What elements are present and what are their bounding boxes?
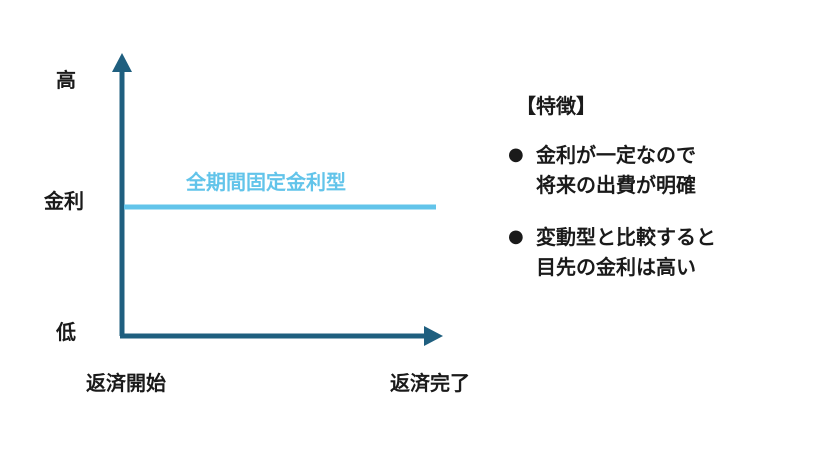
feature-item: ● 金利が一定なので 将来の出費が明確: [508, 140, 808, 200]
feature-line: 金利が一定なので: [536, 143, 696, 167]
x-axis-arrowhead: [424, 326, 443, 346]
features-panel: 【特徴】 ● 金利が一定なので 将来の出費が明確 ● 変動型と比較すると 目先の…: [508, 96, 808, 304]
y-axis-title: 金利: [44, 189, 84, 213]
bullet-icon: ●: [508, 144, 524, 165]
feature-line: 目先の金利は高い: [536, 255, 696, 279]
feature-text: 変動型と比較すると 目先の金利は高い: [536, 222, 716, 282]
feature-line: 将来の出費が明確: [536, 173, 696, 197]
x-axis-end-label: 返済完了: [390, 371, 470, 395]
feature-line: 変動型と比較すると: [536, 225, 716, 249]
y-axis-arrowhead: [112, 53, 132, 72]
y-axis-low-label: 低: [56, 320, 76, 344]
features-heading: 【特徴】: [516, 94, 596, 118]
bullet-icon: ●: [508, 226, 524, 247]
feature-text: 金利が一定なので 将来の出費が明確: [536, 140, 696, 200]
feature-item: ● 変動型と比較すると 目先の金利は高い: [508, 222, 808, 282]
x-axis-start-label: 返済開始: [86, 371, 166, 395]
y-axis-high-label: 高: [56, 68, 76, 92]
fixed-rate-label: 全期間固定金利型: [186, 170, 346, 194]
